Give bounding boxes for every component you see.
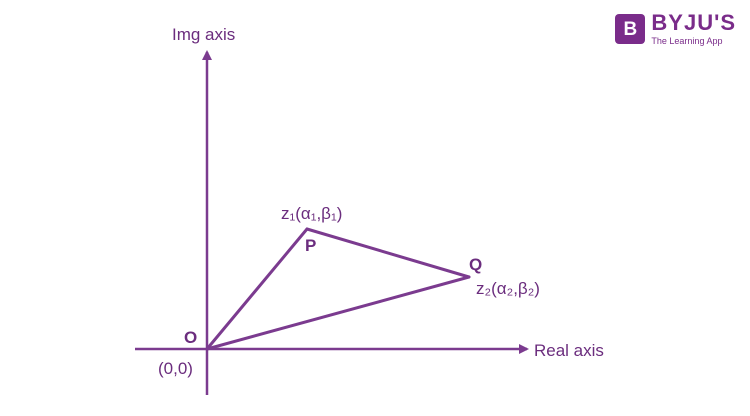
point-q-name: Q (469, 255, 482, 274)
logo-text: BYJU'S The Learning App (651, 12, 736, 46)
imaginary-axis-label: Img axis (172, 25, 235, 44)
real-axis-label: Real axis (534, 341, 604, 360)
segment-pq (305, 227, 471, 279)
logo-name: BYJU'S (651, 10, 736, 35)
logo-tagline: The Learning App (651, 36, 723, 46)
byjus-logo: B BYJU'S The Learning App (615, 12, 736, 46)
point-p-name: P (305, 236, 316, 255)
point-p-label: z₁(α₁,β₁) (281, 204, 342, 223)
segment-op (205, 227, 309, 351)
origin-name: O (184, 328, 197, 347)
logo-badge-icon: B (615, 14, 646, 44)
point-q-label: z₂(α₂,β₂) (476, 279, 540, 298)
segment-oq (205, 275, 471, 351)
origin-coords: (0,0) (158, 359, 193, 378)
logo-mark: B (623, 18, 638, 40)
